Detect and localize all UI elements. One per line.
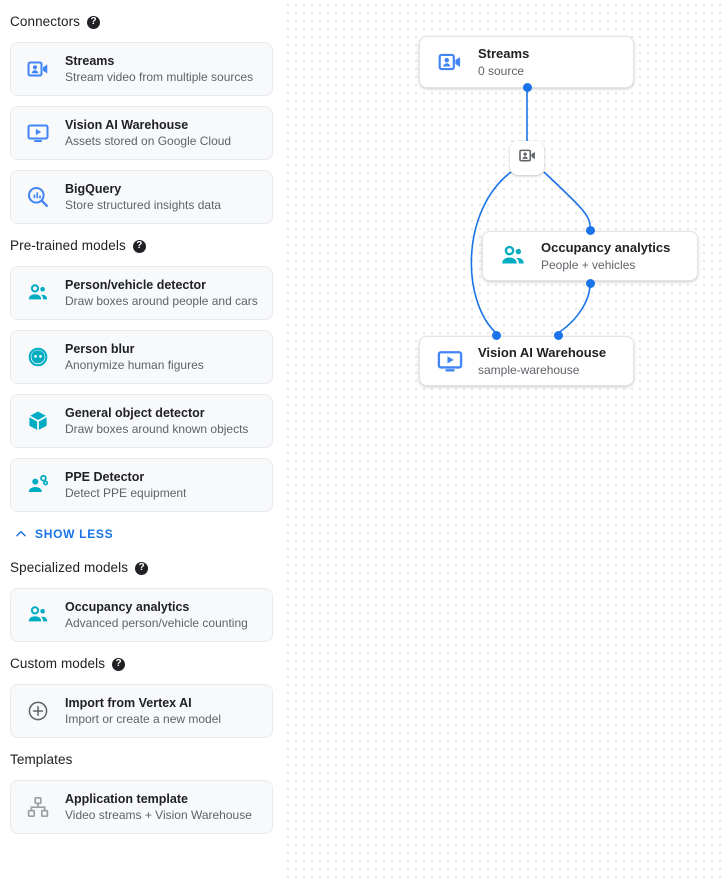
component-sidebar: Connectors ? Streams Stream video from m… [0,0,283,878]
connection-dot-warehouse-input-left[interactable] [492,331,501,340]
card-vision-ai-warehouse[interactable]: Vision AI Warehouse Assets stored on Goo… [10,106,273,160]
card-subtitle: Video streams + Vision Warehouse [65,807,252,822]
node-title: Streams [478,45,530,61]
card-subtitle: Draw boxes around people and cars [65,293,258,308]
node-text: Occupancy analytics People + vehicles [541,240,670,273]
section-header-specialized-models: Specialized models ? [10,558,273,578]
edge-badge-to-warehouse [470,171,512,334]
card-ppe-detector[interactable]: PPE Detector Detect PPE equipment [10,458,273,512]
node-badge-stream-input[interactable] [510,141,544,175]
card-text: Occupancy analytics Advanced person/vehi… [65,600,248,631]
card-title: General object detector [65,405,205,420]
graph-canvas[interactable]: Streams 0 source [283,0,725,878]
people-group-icon [499,242,527,270]
people-group-icon [25,280,51,306]
card-person-blur[interactable]: Person blur Anonymize human figures [10,330,273,384]
node-subtitle: 0 source [478,63,525,78]
card-subtitle: Store structured insights data [65,197,222,212]
node-text: Vision AI Warehouse sample-warehouse [478,345,606,378]
card-general-object-detector[interactable]: General object detector Draw boxes aroun… [10,394,273,448]
help-icon[interactable]: ? [112,657,126,671]
edge-occupancy-to-warehouse [557,283,591,334]
section-header-custom-models: Custom models ? [10,654,273,674]
card-title: Import from Vertex AI [65,695,192,710]
monitor-play-icon [25,120,51,146]
section-title: Connectors [10,14,81,29]
help-icon[interactable]: ? [135,561,149,575]
help-icon[interactable]: ? [132,239,146,253]
node-streams[interactable]: Streams 0 source [419,36,634,88]
card-subtitle: Anonymize human figures [65,357,204,372]
section-title: Pre-trained models [10,238,126,253]
people-group-icon [25,602,51,628]
hierarchy-icon [25,794,51,820]
card-title: Vision AI Warehouse [65,117,189,132]
card-text: Streams Stream video from multiple sourc… [65,54,253,85]
card-title: Application template [65,791,188,806]
card-subtitle: Advanced person/vehicle counting [65,615,248,630]
card-text: Person/vehicle detector Draw boxes aroun… [65,278,258,309]
card-text: PPE Detector Detect PPE equipment [65,470,186,501]
node-text: Streams 0 source [478,46,529,79]
card-text: BigQuery Store structured insights data [65,182,221,213]
card-text: Vision AI Warehouse Assets stored on Goo… [65,118,231,149]
card-text: Person blur Anonymize human figures [65,342,204,373]
node-subtitle: sample-warehouse [478,362,580,377]
bigquery-search-icon [25,184,51,210]
node-vision-ai-warehouse[interactable]: Vision AI Warehouse sample-warehouse [419,336,634,386]
section-title: Templates [10,752,73,767]
card-subtitle: Import or create a new model [65,711,222,726]
card-title: BigQuery [65,181,122,196]
section-header-pretrained-models: Pre-trained models ? [10,236,273,256]
card-title: Occupancy analytics [65,599,190,614]
node-subtitle: People + vehicles [541,257,636,272]
node-title: Vision AI Warehouse [478,344,607,360]
card-occupancy-analytics[interactable]: Occupancy analytics Advanced person/vehi… [10,588,273,642]
plus-circle-icon [25,698,51,724]
edge-badge-to-occupancy [543,171,591,227]
card-title: Streams [65,53,115,68]
card-title: Person/vehicle detector [65,277,207,292]
cube-icon [25,408,51,434]
card-application-template[interactable]: Application template Video streams + Vis… [10,780,273,834]
section-title: Specialized models [10,560,129,575]
video-camera-icon [436,48,464,76]
chevron-up-icon [14,527,28,541]
card-subtitle: Draw boxes around known objects [65,421,249,436]
face-blur-icon [25,344,51,370]
show-less-label: SHOW LESS [35,527,114,541]
show-less-button[interactable]: SHOW LESS [14,522,273,546]
section-header-connectors: Connectors ? [10,12,273,32]
node-title: Occupancy analytics [541,239,671,255]
card-text: Import from Vertex AI Import or create a… [65,696,221,727]
card-title: PPE Detector [65,469,145,484]
connection-dot-occupancy-output[interactable] [586,279,595,288]
section-header-templates: Templates [10,750,273,770]
connection-dot-occupancy-input[interactable] [586,226,595,235]
connection-dot-streams-output[interactable] [523,83,532,92]
monitor-play-icon [436,347,464,375]
card-subtitle: Detect PPE equipment [65,485,187,500]
card-import-from-vertex-ai[interactable]: Import from Vertex AI Import or create a… [10,684,273,738]
video-camera-icon [25,56,51,82]
video-camera-icon [518,146,537,170]
card-text: Application template Video streams + Vis… [65,792,252,823]
card-streams[interactable]: Streams Stream video from multiple sourc… [10,42,273,96]
card-bigquery[interactable]: BigQuery Store structured insights data [10,170,273,224]
ppe-person-icon [25,472,51,498]
help-icon[interactable]: ? [87,15,101,29]
card-person-vehicle-detector[interactable]: Person/vehicle detector Draw boxes aroun… [10,266,273,320]
section-title: Custom models [10,656,106,671]
card-text: General object detector Draw boxes aroun… [65,406,248,437]
card-title: Person blur [65,341,135,356]
card-subtitle: Assets stored on Google Cloud [65,133,232,148]
node-occupancy-analytics[interactable]: Occupancy analytics People + vehicles [482,231,698,281]
connection-dot-warehouse-input-right[interactable] [554,331,563,340]
card-subtitle: Stream video from multiple sources [65,69,254,84]
graph-edges [470,88,591,334]
